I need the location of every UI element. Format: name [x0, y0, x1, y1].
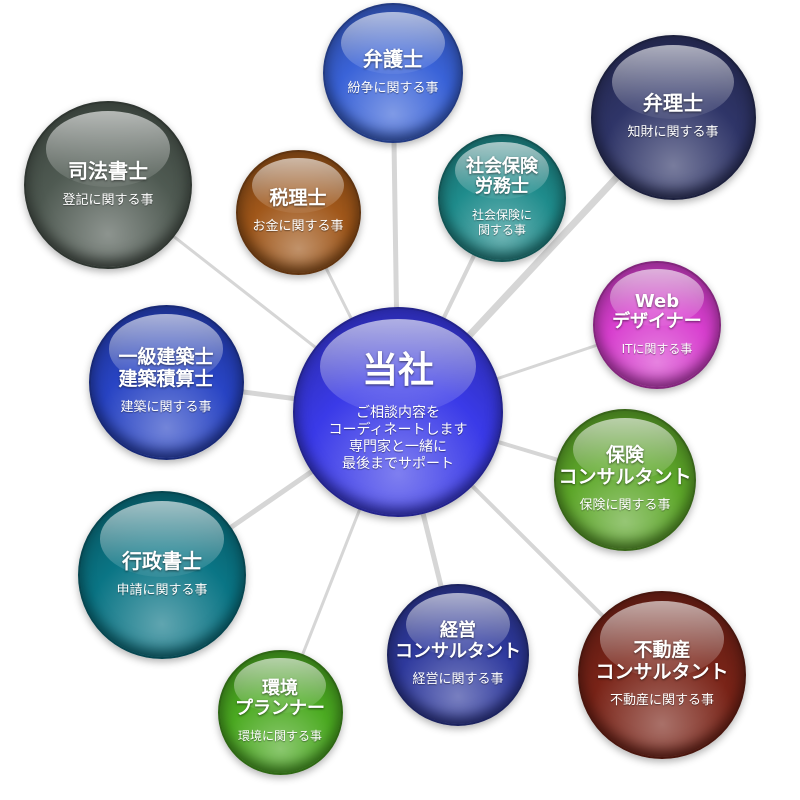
- node-title: 弁理士: [643, 91, 703, 116]
- node-title: 行政書士: [122, 549, 202, 574]
- node-hoken-consultant[interactable]: 保険 コンサルタント 保険に関する事: [554, 409, 696, 551]
- node-title: 弁護士: [363, 47, 423, 72]
- node-kenchikushi[interactable]: 一級建築士 建築積算士 建築に関する事: [88, 304, 244, 460]
- node-benrishi[interactable]: 弁理士 知財に関する事: [590, 34, 756, 200]
- node-subtitle: 環境に関する事: [237, 729, 322, 744]
- node-subtitle: 建築に関する事: [120, 399, 212, 415]
- node-bengoshi[interactable]: 弁護士 紛争に関する事: [323, 3, 463, 143]
- node-title: 一級建築士 建築積算士: [118, 346, 214, 390]
- node-subtitle: 保険に関する事: [579, 497, 671, 513]
- node-title: 社会保険 労務士: [466, 156, 538, 198]
- node-subtitle: ITに関する事: [621, 342, 693, 357]
- center-title: 当社: [361, 349, 434, 391]
- node-subtitle: お金に関する事: [252, 219, 344, 235]
- node-gyousei-shoshi[interactable]: 行政書士 申請に関する事: [78, 491, 246, 659]
- node-subtitle: 紛争に関する事: [347, 80, 439, 96]
- node-sharoushi[interactable]: 社会保険 労務士 社会保険に 関する事: [438, 134, 566, 262]
- node-title: 不動産 コンサルタント: [595, 639, 729, 683]
- node-subtitle: 申請に関する事: [116, 582, 208, 598]
- node-keiei-consultant[interactable]: 経営 コンサルタント 経営に関する事: [387, 584, 529, 726]
- center-description: ご相談内容を コーディネートします 専門家と一緒に 最後までサポート: [328, 405, 468, 473]
- node-subtitle: 不動産に関する事: [609, 692, 714, 708]
- node-shihou-shoshi[interactable]: 司法書士 登記に関する事: [24, 101, 192, 269]
- node-zeirishi[interactable]: 税理士 お金に関する事: [235, 149, 361, 275]
- node-title: 経営 コンサルタント: [395, 620, 521, 662]
- node-title: 税理士: [269, 186, 327, 209]
- node-subtitle: 経営に関する事: [412, 671, 504, 687]
- node-subtitle: 社会保険に 関する事: [471, 207, 532, 238]
- node-fudousan-consultant[interactable]: 不動産 コンサルタント 不動産に関する事: [578, 591, 746, 759]
- center-node[interactable]: 当社 ご相談内容を コーディネートします 専門家と一緒に 最後までサポート: [293, 307, 503, 517]
- node-subtitle: 知財に関する事: [627, 124, 719, 140]
- node-title: 司法書士: [68, 159, 148, 184]
- node-title: 保険 コンサルタント: [558, 444, 692, 488]
- node-title: Web デザイナー: [612, 291, 702, 333]
- node-subtitle: 登記に関する事: [62, 192, 154, 208]
- node-kankyou-planner[interactable]: 環境 プランナー 環境に関する事: [217, 649, 343, 775]
- node-title: 環境 プランナー: [235, 678, 325, 720]
- node-web-designer[interactable]: Web デザイナー ITに関する事: [593, 261, 721, 389]
